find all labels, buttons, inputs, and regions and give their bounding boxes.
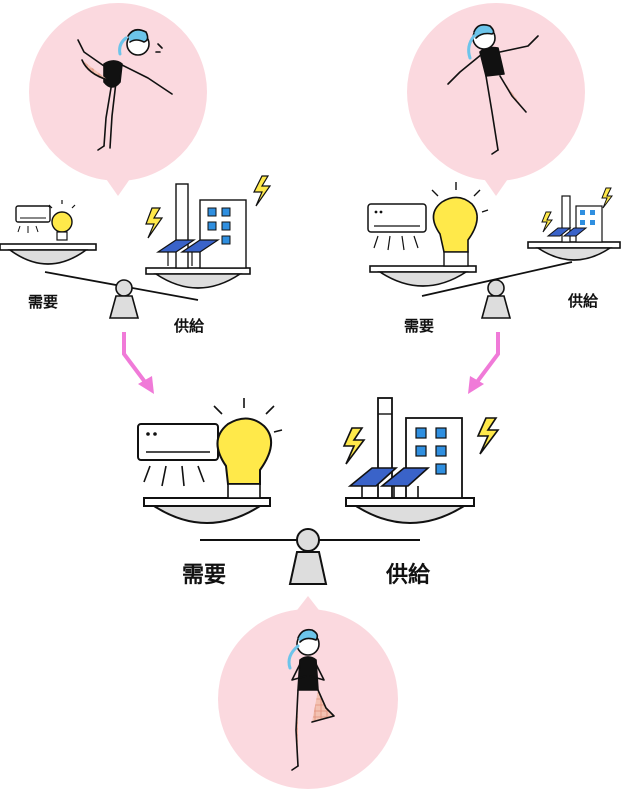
air-conditioner-icon — [367, 203, 427, 251]
factory-icon — [175, 183, 247, 269]
bottom-scale: 需要 供給 — [137, 397, 500, 588]
solar-panel-icon — [156, 239, 220, 266]
solar-panel-icon — [347, 467, 431, 498]
arrow-icon — [468, 332, 500, 394]
lightning-icon — [145, 175, 272, 239]
bottom-demand-label: 需要 — [182, 563, 226, 588]
balance-scale-icon — [480, 279, 512, 319]
top-left-supply-label: 供給 — [173, 317, 205, 335]
top-right-bubble — [407, 3, 585, 196]
top-left-bubble — [29, 3, 207, 196]
bottom-supply-label: 供給 — [385, 562, 431, 588]
light-bulb-icon — [213, 398, 283, 499]
light-bulb-icon — [48, 200, 76, 241]
top-left-demand-label: 需要 — [28, 293, 58, 311]
balance-scale-icon — [288, 528, 328, 585]
arrow-icon — [122, 332, 154, 394]
air-conditioner-icon — [15, 205, 51, 233]
lightning-icon — [541, 187, 613, 233]
top-right-supply-label: 供給 — [567, 292, 599, 310]
yoga-woman-icon — [287, 628, 335, 771]
solar-panel-icon — [546, 227, 588, 237]
top-right-demand-label: 需要 — [404, 317, 434, 335]
lightning-icon — [342, 417, 500, 465]
light-bulb-icon — [431, 182, 489, 267]
air-conditioner-icon — [137, 423, 219, 487]
bottom-bubble — [218, 596, 398, 789]
balance-scale-icon — [108, 279, 140, 319]
yoga-woman-icon — [447, 24, 539, 155]
factory-icon — [561, 195, 603, 243]
yoga-woman-icon — [77, 28, 173, 151]
top-left-scale: 需要 供給 — [0, 175, 272, 335]
top-right-scale: 需要 供給 — [367, 182, 621, 335]
